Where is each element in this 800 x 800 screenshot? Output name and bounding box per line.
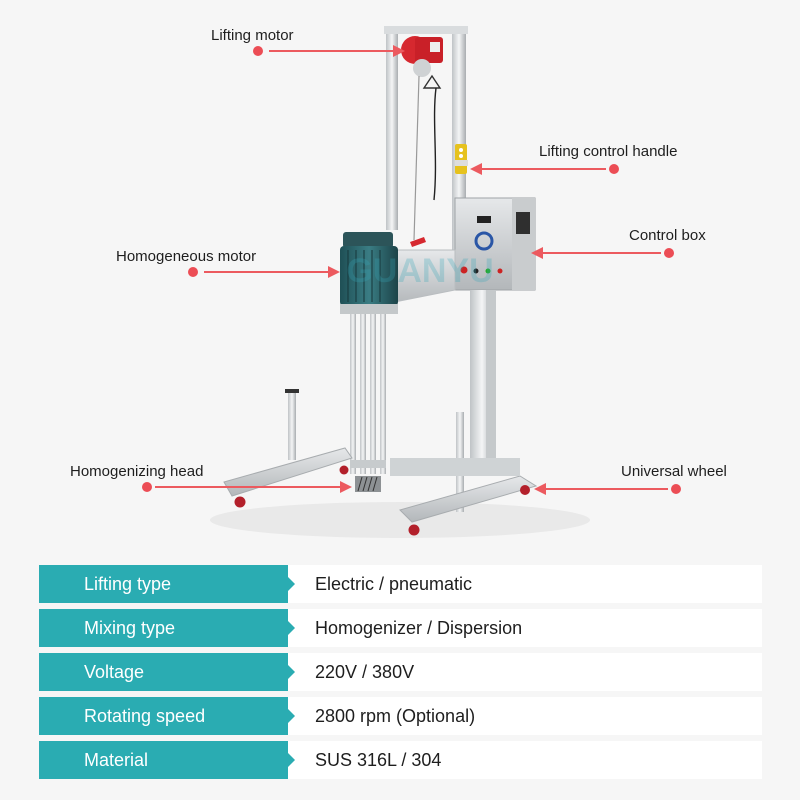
spec-key: Lifting type: [39, 565, 295, 603]
spec-row-lifting-type: Lifting type Electric / pneumatic: [39, 565, 762, 603]
callout-label-lifting-control-handle: Lifting control handle: [539, 143, 678, 160]
callout-label-homogeneous-motor: Homogeneous motor: [116, 248, 257, 265]
spec-value: Electric / pneumatic: [288, 565, 762, 603]
homogeneous-motor-part: [340, 232, 398, 314]
callout-dot-control-box: [664, 248, 674, 258]
callout-dot-universal-wheel: [671, 484, 681, 494]
callout-arrow-lifting-motor: [269, 45, 405, 57]
watermark: GUANYU: [346, 252, 493, 290]
lifting-motor-part: [401, 36, 443, 89]
universal-wheels-part: [234, 465, 530, 536]
callout-arrow-universal-wheel: [534, 483, 668, 495]
spec-row-voltage: Voltage 220V / 380V: [39, 653, 762, 691]
mast-left: [386, 30, 398, 230]
callout-dot-lifting-control-handle: [609, 164, 619, 174]
spec-key: Mixing type: [39, 609, 295, 647]
spec-key: Rotating speed: [39, 697, 295, 735]
callout-label-control-box: Control box: [629, 227, 706, 244]
product-diagram: GUANYU Lifting motor Lifting control han…: [70, 26, 727, 538]
callout-arrow-homogenizing-head: [155, 481, 352, 493]
control-box-part: [454, 197, 536, 291]
spec-row-material: Material SUS 316L / 304: [39, 741, 762, 779]
spec-value: Homogenizer / Dispersion: [288, 609, 762, 647]
spec-table: Lifting type Electric / pneumatic Mixing…: [39, 565, 762, 785]
spec-row-rotating-speed: Rotating speed 2800 rpm (Optional): [39, 697, 762, 735]
callout-dot-homogenizing-head: [142, 482, 152, 492]
spec-value: SUS 316L / 304: [288, 741, 762, 779]
spec-key: Material: [39, 741, 295, 779]
homogenizing-head-part: [355, 476, 381, 492]
mixer-machine-illustration: GUANYU: [210, 26, 590, 538]
callout-label-lifting-motor: Lifting motor: [211, 27, 294, 44]
spec-value: 2800 rpm (Optional): [288, 697, 762, 735]
spec-row-mixing-type: Mixing type Homogenizer / Dispersion: [39, 609, 762, 647]
callout-dot-lifting-motor: [253, 46, 263, 56]
callout-arrow-lifting-control-handle: [470, 163, 606, 175]
spec-value: 220V / 380V: [288, 653, 762, 691]
callout-dot-homogeneous-motor: [188, 267, 198, 277]
callout-label-homogenizing-head: Homogenizing head: [70, 463, 204, 480]
callout-arrow-control-box: [531, 247, 661, 259]
spec-key: Voltage: [39, 653, 295, 691]
callout-arrow-homogeneous-motor: [204, 266, 340, 278]
callout-label-universal-wheel: Universal wheel: [621, 463, 727, 480]
